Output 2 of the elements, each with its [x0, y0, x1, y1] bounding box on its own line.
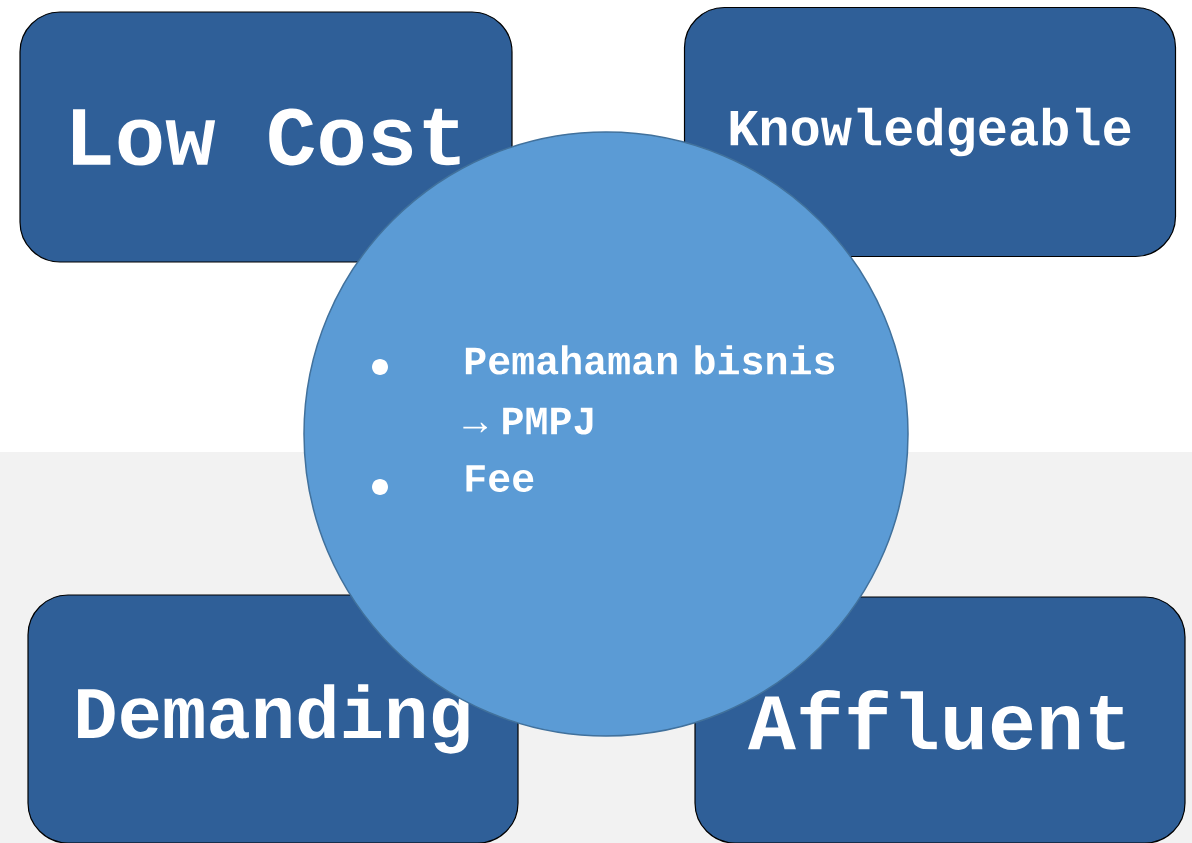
rounded-box: Low Cost	[19, 11, 513, 263]
rounded-box: Knowledgeable	[683, 6, 1177, 258]
